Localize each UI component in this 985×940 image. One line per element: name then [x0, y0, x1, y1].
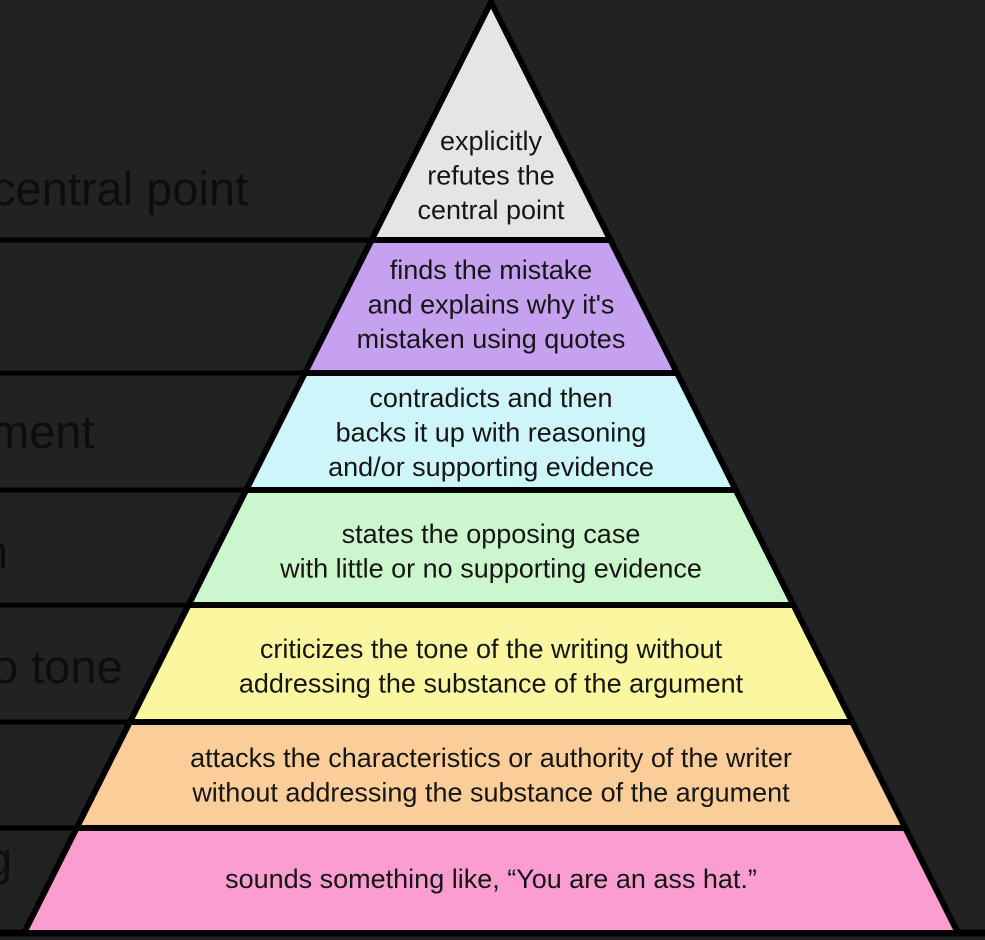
pyramid-level-3-counterargument-text-line-2: backs it up with reasoning — [336, 418, 647, 448]
left-label-fragment-4: o tone — [0, 640, 123, 693]
left-label-fragment-2: ment — [0, 405, 95, 458]
pyramid-level-2-refutation-text-line-2: and explains why it's — [368, 290, 615, 320]
pyramid-level-4-contradiction-text-line-2: with little or no supporting evidence — [279, 554, 702, 584]
pyramid-level-4-contradiction-text-line-1: states the opposing case — [342, 519, 641, 549]
pyramid-level-1-refutes-central-point-text-line-2: refutes the — [427, 161, 555, 191]
pyramid-level-5-responding-to-tone-text-line-2: addressing the substance of the argument — [239, 669, 744, 699]
pyramid-level-7-name-calling — [19, 825, 963, 936]
pyramid-level-6-ad-hominem-text-line-2: without addressing the substance of the … — [191, 778, 790, 808]
pyramid-level-1-refutes-central-point-text-line-3: central point — [417, 195, 565, 225]
pyramid-level-5-responding-to-tone-text-line-1: criticizes the tone of the writing witho… — [260, 634, 723, 664]
pyramid-level-6-ad-hominem-text-line-1: attacks the characteristics or authority… — [190, 743, 792, 773]
pyramid-level-3-counterargument-text-line-3: and/or supporting evidence — [328, 452, 654, 482]
pyramid-level-2-refutation-text-line-1: finds the mistake — [390, 255, 593, 285]
left-label-fragment-3: n — [0, 525, 8, 578]
pyramid-level-7-name-calling-text-line-1: sounds something like, “You are an ass h… — [225, 864, 757, 894]
pyramid-level-6-ad-hominem — [71, 719, 911, 831]
left-label-fragment-1: central point — [0, 162, 248, 215]
pyramid-level-3-counterargument-text-line-1: contradicts and then — [369, 383, 612, 413]
left-label-fragment-5: g — [0, 832, 12, 885]
pyramid-level-1-refutes-central-point-text-line-1: explicitly — [440, 126, 543, 156]
pyramid-level-2-refutation-text-line-3: mistaken using quotes — [357, 324, 626, 354]
